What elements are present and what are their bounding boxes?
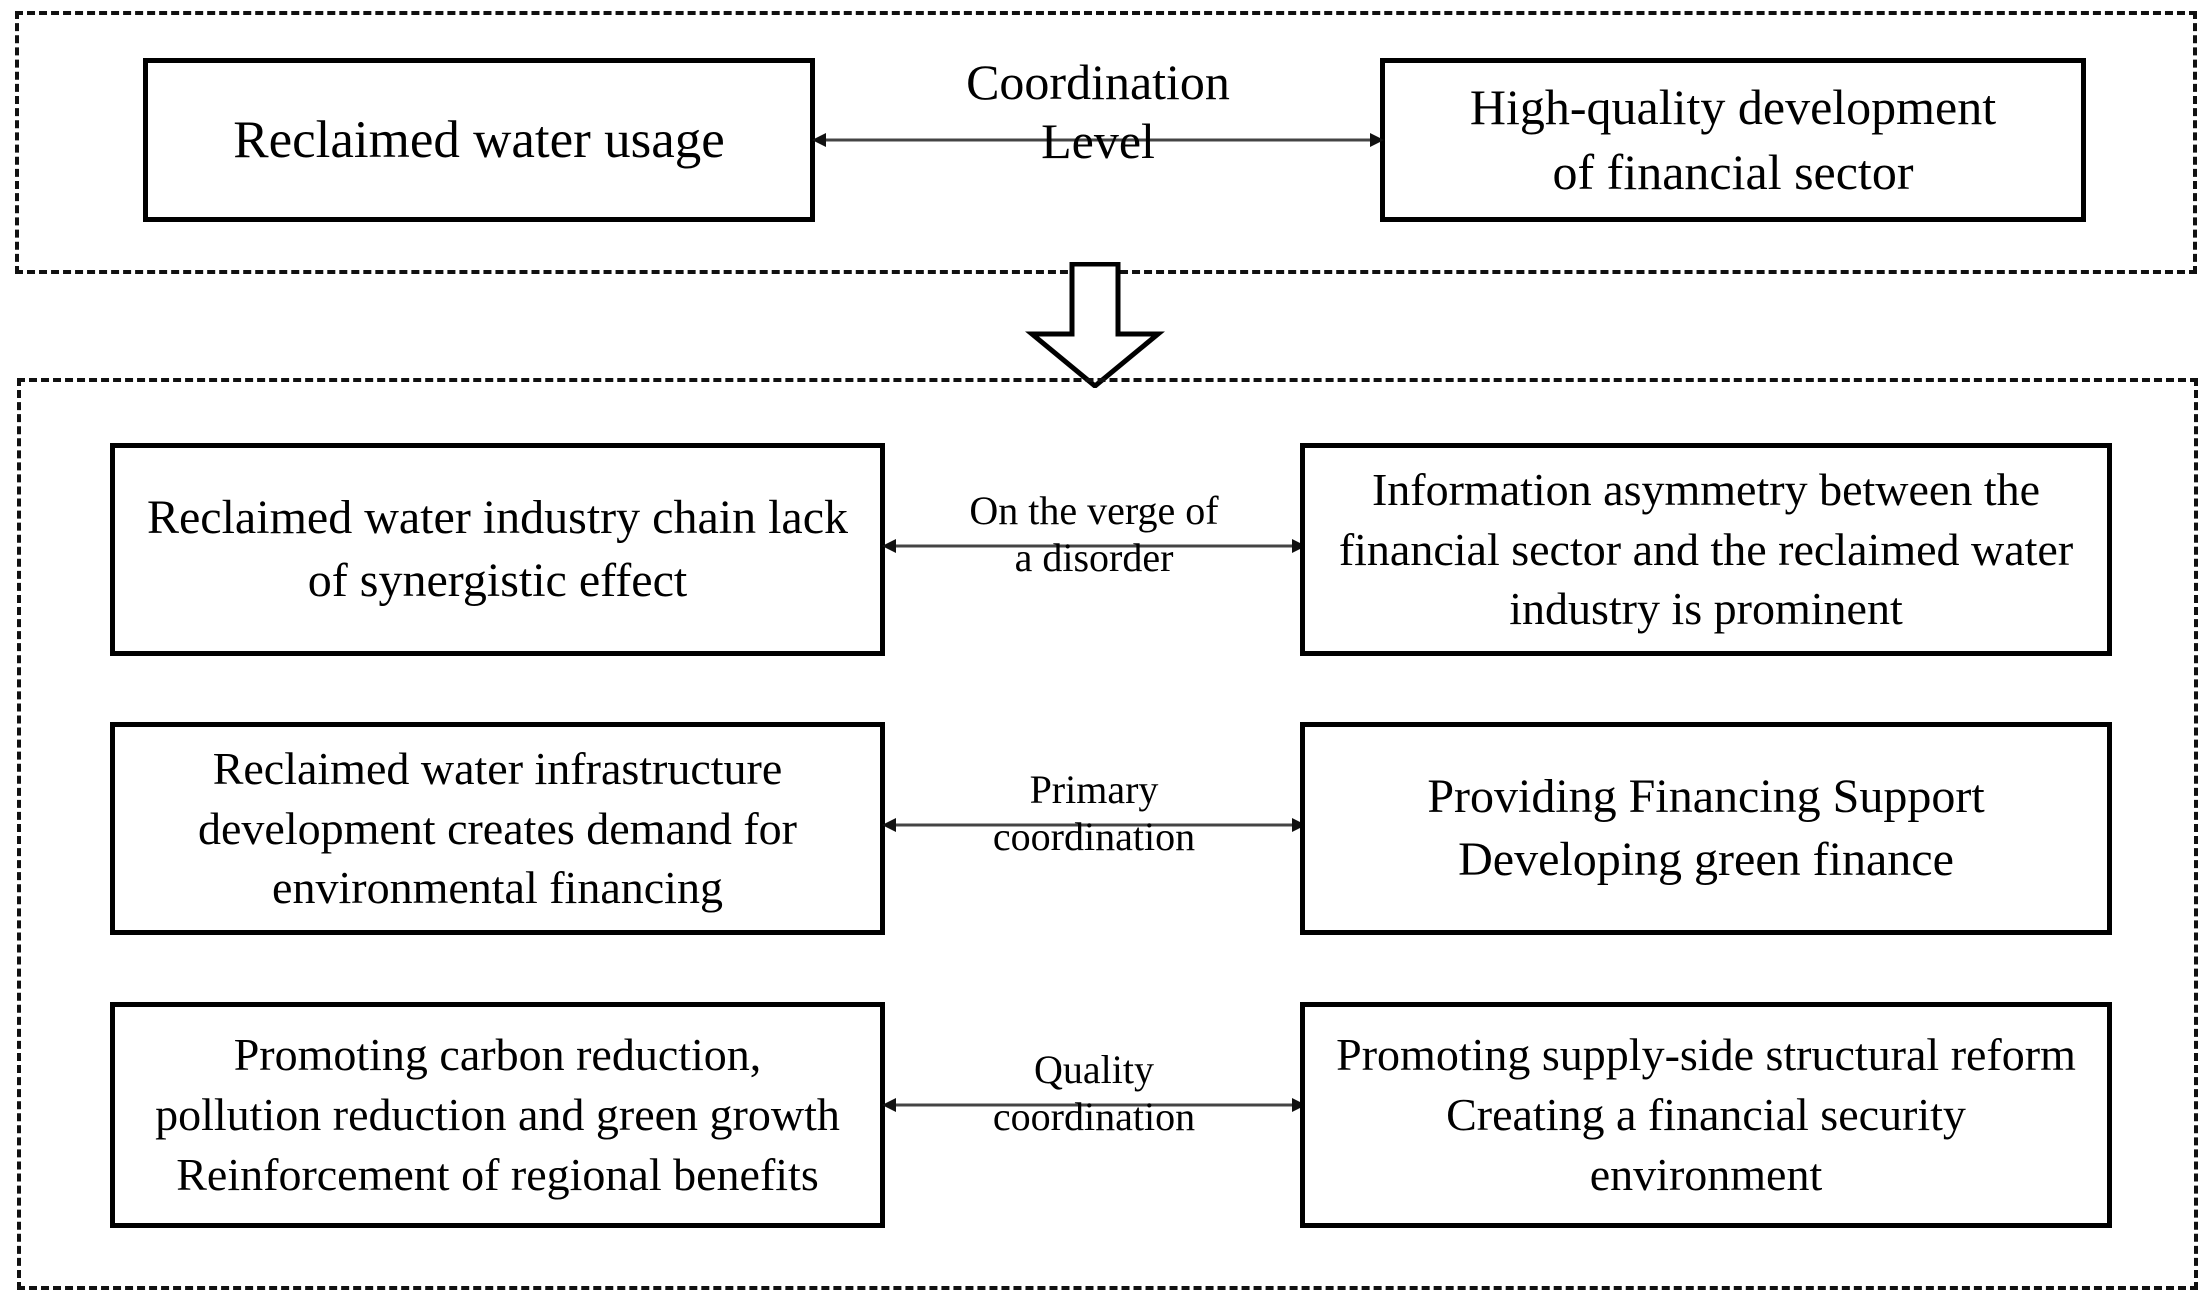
box-promoting-carbon-reduction-label: Promoting carbon reduction, pollution re… [155, 1029, 840, 1200]
box-reclaimed-water-infrastructure-label: Reclaimed water infrastructure developme… [197, 742, 797, 914]
box-reclaimed-water-infrastructure[interactable]: Reclaimed water infrastructure developme… [110, 722, 885, 935]
box-promoting-supply-side-structural-reform[interactable]: Promoting supply-side structural reform … [1300, 1002, 2112, 1228]
box-providing-financing-support-label: Providing Financing Support Developing g… [1427, 770, 1985, 886]
box-reclaimed-water-industry-chain-lack[interactable]: Reclaimed water industry chain lack of s… [110, 443, 885, 656]
box-high-quality-development-of-financial-sector[interactable]: High-quality development of financial se… [1380, 58, 2086, 222]
box-promoting-supply-side-structural-reform-label: Promoting supply-side structural reform … [1336, 1029, 2076, 1200]
connector-quality-coordination-arrow [882, 1098, 1306, 1112]
box-promoting-carbon-reduction[interactable]: Promoting carbon reduction, pollution re… [110, 1002, 885, 1228]
box-reclaimed-water-industry-chain-lack-label: Reclaimed water industry chain lack of s… [146, 491, 849, 607]
box-high-quality-development-label: High-quality development of financial se… [1469, 79, 1997, 200]
box-information-asymmetry[interactable]: Information asymmetry between the financ… [1300, 443, 2112, 656]
down-block-arrow-icon [1025, 262, 1165, 388]
box-reclaimed-water-usage[interactable]: Reclaimed water usage [143, 58, 815, 222]
box-providing-financing-support[interactable]: Providing Financing Support Developing g… [1300, 722, 2112, 935]
connector-coordination-level-arrow [812, 133, 1384, 147]
box-reclaimed-water-usage-label: Reclaimed water usage [233, 110, 725, 169]
box-information-asymmetry-label: Information asymmetry between the financ… [1338, 463, 2074, 635]
connector-on-the-verge-of-a-disorder-arrow [882, 539, 1306, 553]
connector-primary-coordination-arrow [882, 818, 1306, 832]
bottom-group-container [17, 378, 2198, 1290]
